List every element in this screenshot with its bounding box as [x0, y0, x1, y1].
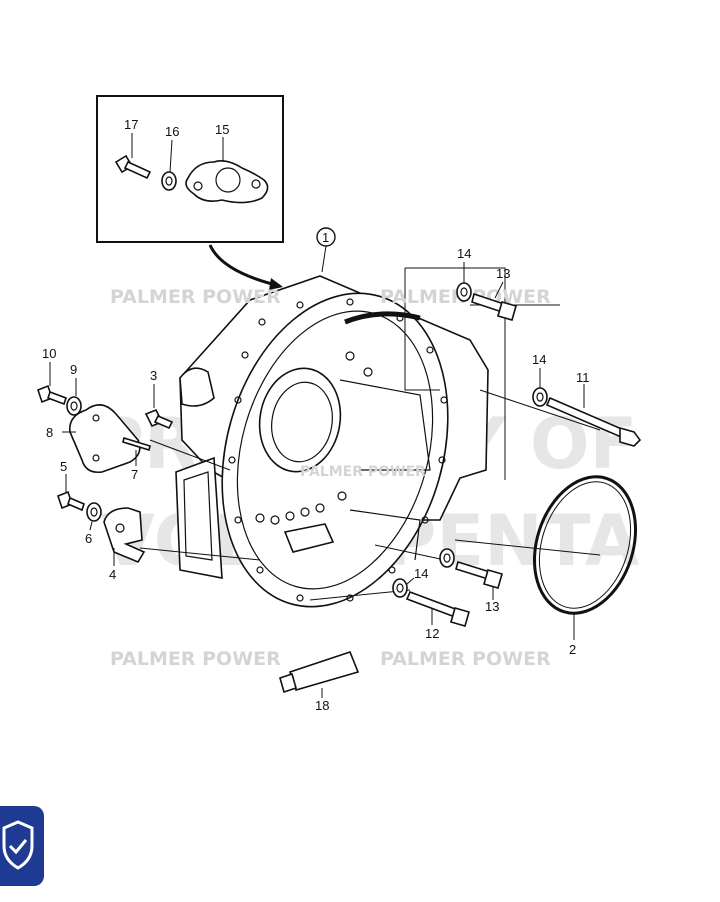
flywheel-housing: [175, 275, 489, 608]
callout-12: 12: [425, 626, 439, 641]
callout-5: 5: [60, 459, 67, 474]
sealant-tube-18: 18: [279, 651, 360, 713]
callout-7: 7: [131, 467, 138, 482]
shield-check-icon: [2, 820, 34, 870]
bolt-10: 10: [37, 346, 68, 406]
callout-10: 10: [42, 346, 56, 361]
callout-9: 9: [70, 362, 77, 377]
callout-18: 18: [315, 698, 329, 713]
cover-plate-8: 8: [46, 404, 141, 474]
bolt-11: 14 11: [532, 352, 642, 447]
callout-1-group: 1: [316, 227, 336, 273]
bolt-5: 5: [57, 459, 85, 512]
security-badge[interactable]: [0, 806, 44, 886]
callout-11: 11: [576, 370, 590, 385]
watermark-brand-4: PALMER POWER: [380, 648, 551, 670]
callout-13-top: 13: [496, 266, 510, 281]
washer-6: 6: [85, 502, 102, 546]
callout-14-mid: 14: [532, 352, 546, 367]
callout-6: 6: [85, 531, 92, 546]
watermark-brand-center: PALMER POWER: [300, 464, 426, 480]
callout-4: 4: [109, 567, 116, 582]
callout-1: 1: [322, 230, 329, 245]
callout-14-lower: 14: [414, 566, 428, 581]
inset-arrow: [208, 244, 283, 290]
callout-13-lower: 13: [485, 599, 499, 614]
callout-16: 16: [165, 124, 179, 139]
pin-7: 7: [122, 436, 151, 482]
inset-detail-box: 17 16 15: [96, 95, 284, 243]
o-ring-2: 2: [532, 475, 638, 657]
bolt-13-upper: 14 13: [456, 246, 517, 321]
callout-2: 2: [569, 642, 576, 657]
callout-15: 15: [215, 122, 229, 137]
bolt-13-lower: 13: [439, 548, 503, 614]
washer-9: 9: [66, 362, 82, 416]
callout-8: 8: [46, 425, 53, 440]
watermark-brand-3: PALMER POWER: [110, 648, 281, 670]
callout-3: 3: [150, 368, 157, 383]
watermark-brand-1: PALMER POWER: [110, 286, 281, 308]
callout-14-top: 14: [457, 246, 471, 261]
bracket-4: 4: [103, 507, 146, 582]
callout-17: 17: [124, 117, 138, 132]
bolt-12: 14 12: [392, 566, 470, 641]
stud-3: 3: [144, 368, 174, 430]
